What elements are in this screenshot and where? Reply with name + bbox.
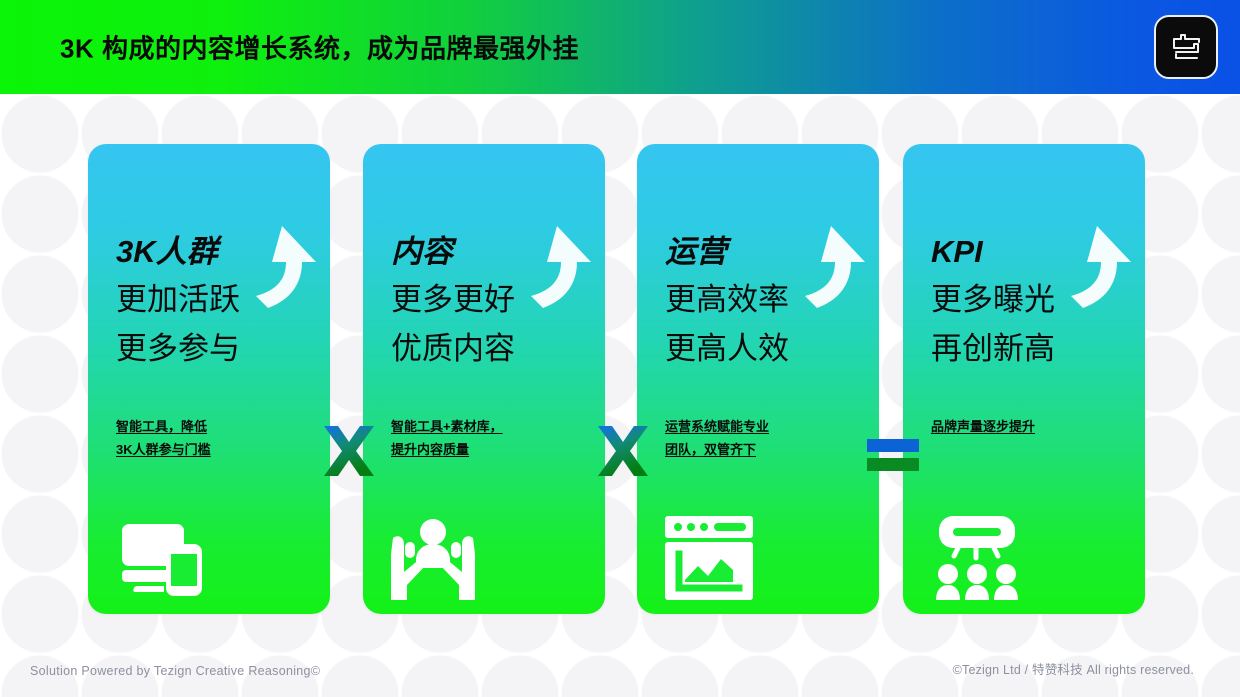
card-caption-line-1: 智能工具+素材库， [391, 419, 503, 434]
broadcast-audience-icon [929, 510, 1025, 606]
card-heading: 运营 [665, 234, 727, 269]
card-content[interactable]: 内容 更多更好 优质内容 智能工具+素材库， 提升内容质量 [363, 144, 605, 614]
curved-up-arrow-icon [1057, 222, 1135, 314]
card-caption-line-2: 3K人群参与门槛 [116, 441, 211, 457]
card-heading: 3K人群 [116, 234, 218, 269]
card-caption: 运营系统赋能专业 团队，双管齐下 [665, 416, 855, 462]
card-caption: 品牌声量逐步提升 [931, 416, 1121, 439]
card-line-2: 再创新高 [931, 331, 1055, 366]
operator-multiply-1 [318, 422, 380, 484]
curved-up-arrow-icon [791, 222, 869, 314]
curved-up-arrow-icon [242, 222, 320, 314]
operator-multiply-2 [592, 422, 654, 484]
card-caption-line-1: 品牌声量逐步提升 [931, 419, 1036, 434]
desktop-mobile-icon [116, 510, 212, 606]
card-caption-line-1: 运营系统赋能专业 [665, 419, 770, 434]
footer-left-text: Solution Powered by Tezign Creative Reas… [30, 664, 321, 678]
slide-header: 3K 构成的内容增长系统，成为品牌最强外挂 [0, 0, 1240, 94]
card-caption-line-2: 团队，双管齐下 [665, 441, 757, 457]
card-caption: 智能工具，降低 3K人群参与门槛 [116, 416, 306, 462]
card-line-1: 更加活跃 [116, 282, 240, 317]
card-operations-body: 运营 更高效率 更高人效 运营系统赋能专业 团队，双管齐下 [637, 144, 879, 614]
card-line-1: 更多更好 [391, 282, 515, 317]
card-line-2: 优质内容 [391, 331, 515, 366]
equals-icon [864, 435, 922, 480]
card-caption-line-2: 提升内容质量 [391, 441, 470, 457]
card-kpi[interactable]: KPI 更多曝光 再创新高 品牌声量逐步提升 [903, 144, 1145, 614]
page-title: 3K 构成的内容增长系统，成为品牌最强外挂 [60, 33, 579, 64]
footer-right-text: ©Tezign Ltd / 特赞科技 All rights reserved. [952, 663, 1194, 677]
card-caption: 智能工具+素材库， 提升内容质量 [391, 416, 581, 462]
hands-holding-person-icon [385, 510, 481, 606]
card-caption-line-1: 智能工具，降低 [116, 419, 208, 434]
curved-up-arrow-icon [517, 222, 595, 314]
browser-chart-icon [661, 510, 757, 606]
card-line-2: 更高人效 [665, 331, 789, 366]
card-kpi-body: KPI 更多曝光 再创新高 品牌声量逐步提升 [903, 144, 1145, 614]
operator-equals [862, 434, 924, 480]
card-content-body: 内容 更多更好 优质内容 智能工具+素材库， 提升内容质量 [363, 144, 605, 614]
card-line-1: 更多曝光 [931, 282, 1055, 317]
cards-row: 3K人群 更加活跃 更多参与 智能工具，降低 3K人群参与门槛 [0, 94, 1240, 634]
multiply-icon [594, 422, 652, 485]
card-line-2: 更多参与 [116, 331, 240, 366]
tezign-logo-icon [1166, 27, 1206, 67]
card-line-1: 更高效率 [665, 282, 789, 317]
tezign-logo-badge [1154, 15, 1218, 79]
card-heading: 内容 [391, 234, 453, 269]
card-audience-body: 3K人群 更加活跃 更多参与 智能工具，降低 3K人群参与门槛 [88, 144, 330, 614]
multiply-icon [320, 422, 378, 485]
card-heading: KPI [931, 234, 983, 269]
card-operations[interactable]: 运营 更高效率 更高人效 运营系统赋能专业 团队，双管齐下 [637, 144, 879, 614]
card-audience[interactable]: 3K人群 更加活跃 更多参与 智能工具，降低 3K人群参与门槛 [88, 144, 330, 614]
